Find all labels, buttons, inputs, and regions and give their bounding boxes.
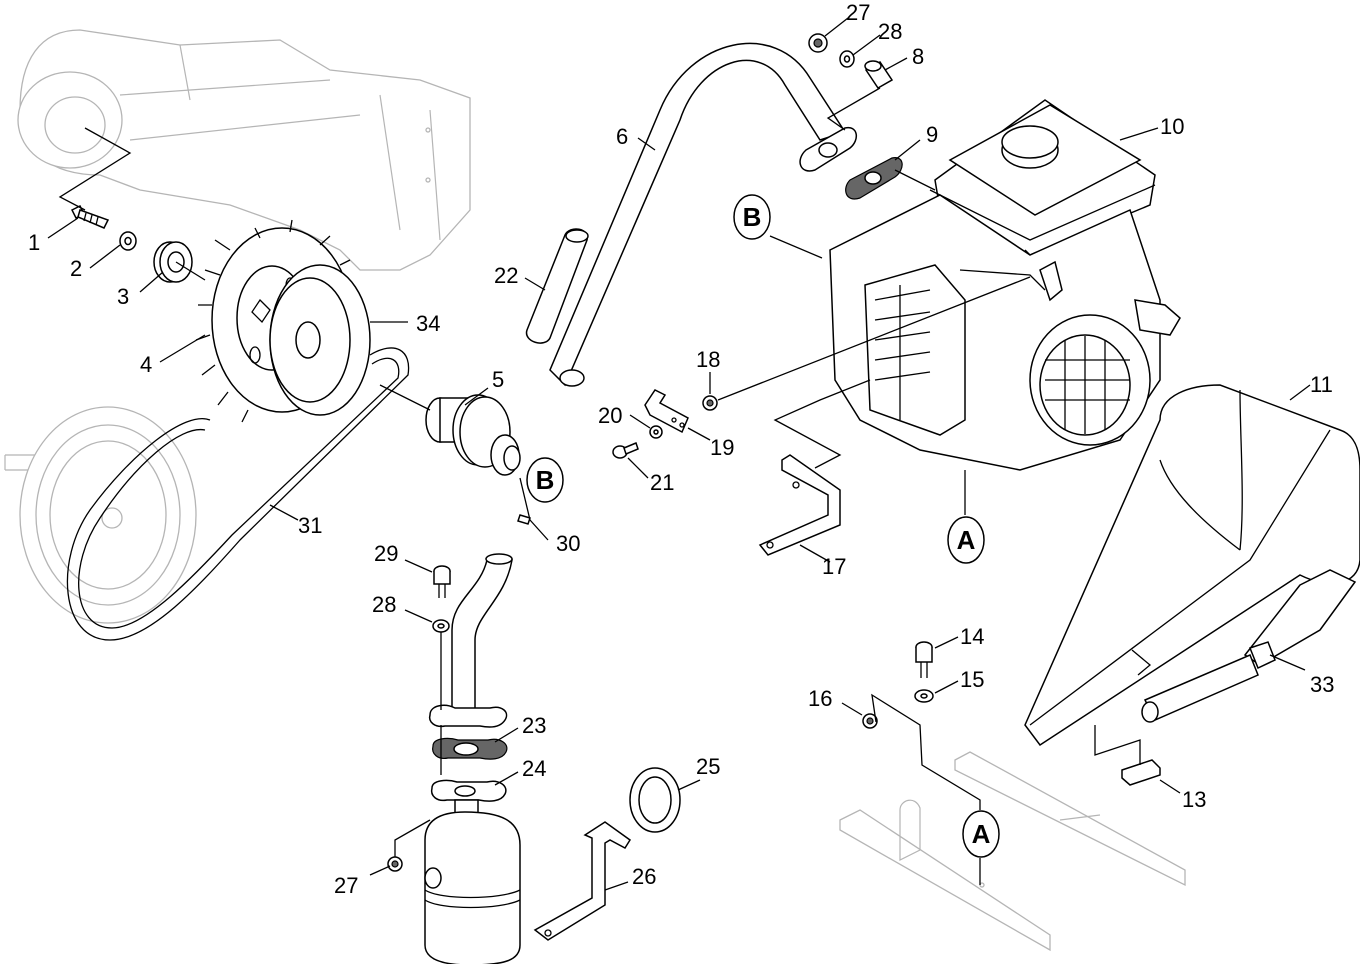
- muffler: [424, 799, 521, 964]
- part-25-ring: [629, 767, 681, 833]
- label-part-23: 23: [522, 713, 546, 738]
- ref-marker-b-top-label: B: [743, 202, 762, 232]
- part-8-sleeve: [864, 60, 894, 89]
- part-30-key: [517, 514, 531, 525]
- label-part-4: 4: [140, 352, 152, 377]
- label-part-15: 15: [960, 667, 984, 692]
- label-part-3: 3: [117, 284, 129, 309]
- label-part-5: 5: [492, 367, 504, 392]
- ref-marker-a-frame-label: A: [972, 819, 991, 849]
- label-part-28-bottom: 28: [372, 592, 396, 617]
- label-part-18: 18: [696, 347, 720, 372]
- part-23-gasket: [432, 737, 508, 760]
- part-28-washer-bottom: [432, 619, 450, 633]
- leader-lines: [47, 17, 1311, 891]
- label-part-27-bottom: 27: [334, 873, 358, 898]
- part-28-washer-top: [839, 50, 855, 68]
- part-27-nut-bottom: [387, 856, 403, 872]
- label-part-9: 9: [926, 122, 938, 147]
- label-part-30: 30: [556, 531, 580, 556]
- part-27-nut-top: [808, 33, 828, 53]
- label-part-1: 1: [28, 230, 40, 255]
- label-part-14: 14: [960, 624, 984, 649]
- part-34-pulley: [269, 264, 371, 416]
- part-22-hose: [525, 228, 589, 344]
- label-part-33: 33: [1310, 672, 1334, 697]
- part-9-gasket: [845, 157, 903, 200]
- part-14-bolt: [915, 641, 933, 678]
- label-part-27-top: 27: [846, 0, 870, 25]
- part-1-bolt: [70, 204, 110, 229]
- part-31-vbelt: [66, 347, 410, 641]
- part-6-exhaust-pipe: [549, 42, 847, 387]
- reference-markers: B B A A: [526, 194, 1000, 858]
- part-24-flange: [430, 779, 507, 802]
- part-18-nut: [702, 395, 718, 411]
- label-part-24: 24: [522, 756, 546, 781]
- ref-marker-a-frame: A: [962, 810, 1000, 858]
- ref-marker-a-engine: A: [947, 516, 985, 564]
- label-part-16: 16: [808, 686, 832, 711]
- label-part-31: 31: [298, 513, 322, 538]
- ref-marker-b-clutch: B: [526, 457, 564, 503]
- ref-marker-b-top: B: [733, 194, 771, 240]
- part-2-washer: [119, 231, 137, 251]
- label-part-25: 25: [696, 754, 720, 779]
- part-17-bracket: [758, 454, 841, 556]
- part-13-pad: [1121, 759, 1161, 786]
- engine-block: [829, 194, 1181, 471]
- part-20-washer: [649, 425, 663, 439]
- ref-marker-a-engine-label: A: [957, 525, 976, 555]
- label-part-10: 10: [1160, 114, 1184, 139]
- label-part-22: 22: [494, 263, 518, 288]
- label-part-13: 13: [1182, 787, 1206, 812]
- part-labels: 1 2 3 4 5 6 8 9 10 11 13 14 15 16 17 18 …: [28, 0, 1334, 898]
- label-part-17: 17: [822, 554, 846, 579]
- label-part-20: 20: [598, 403, 622, 428]
- label-part-2: 2: [70, 256, 82, 281]
- wheel-pulley-ghost: [4, 406, 197, 624]
- label-part-8: 8: [912, 44, 924, 69]
- part-29-bolt: [433, 565, 451, 598]
- part-19-bracket: [644, 389, 689, 434]
- part-16-nut: [862, 713, 878, 729]
- label-part-11: 11: [1310, 372, 1333, 397]
- part-11-belt-guard: [1024, 384, 1360, 747]
- part-5-clutch: [425, 394, 521, 476]
- label-part-26: 26: [632, 864, 656, 889]
- pipe-flange: [799, 126, 857, 172]
- housing-ghost: [17, 29, 471, 271]
- label-part-19: 19: [710, 435, 734, 460]
- part-21-screw: [612, 441, 639, 459]
- exhaust-elbow: [428, 553, 513, 728]
- label-part-34: 34: [416, 311, 440, 336]
- part-26-bracket: [533, 821, 632, 941]
- label-part-29: 29: [374, 541, 398, 566]
- label-part-6: 6: [616, 124, 628, 149]
- ref-marker-b-clutch-label: B: [536, 465, 555, 495]
- part-33-seal: [1141, 569, 1357, 723]
- label-part-28-top: 28: [878, 19, 902, 44]
- part-15-washer: [914, 689, 934, 703]
- part-3-bearing: [153, 241, 193, 283]
- label-part-21: 21: [650, 470, 674, 495]
